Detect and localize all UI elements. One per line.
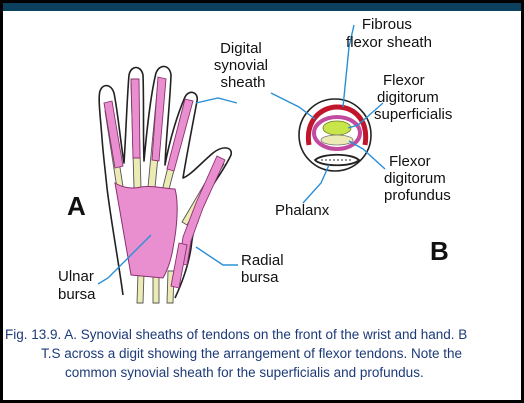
fds-tendon xyxy=(323,121,351,135)
digit-cross-section xyxy=(299,99,371,171)
fdp-label: Flexor digitorum profundus xyxy=(384,153,451,204)
caption-line-2: T.S across a digit showing the arrangeme… xyxy=(3,344,524,363)
digital-sheath-label: Digital synovial sheath xyxy=(214,40,272,91)
caption-line-3: common synovial sheath for the superfici… xyxy=(3,363,524,382)
radial-bursa-label: Radial bursa xyxy=(241,252,288,286)
figure-caption: Fig. 13.9. A. Synovial sheaths of tendon… xyxy=(3,325,524,382)
ulnar-bursa-label: Ulnar bursa xyxy=(58,268,98,303)
ulnar-bursa-shape xyxy=(115,183,177,278)
phalanx-label: Phalanx xyxy=(275,202,330,219)
caption-line-1: Fig. 13.9. A. Synovial sheaths of tendon… xyxy=(3,325,524,344)
fibrous-sheath-label: Fibrous flexor sheath xyxy=(346,16,432,51)
radial-bursa-shape xyxy=(171,243,187,288)
panel-a-label: A xyxy=(67,191,86,221)
fds-label: Flexor digitorum superficialis xyxy=(374,72,452,123)
anatomy-figure: A B Digital synovial sheath Fibrous flex… xyxy=(3,3,524,325)
panel-b-label: B xyxy=(430,236,449,266)
fdp-tendon xyxy=(321,135,353,145)
